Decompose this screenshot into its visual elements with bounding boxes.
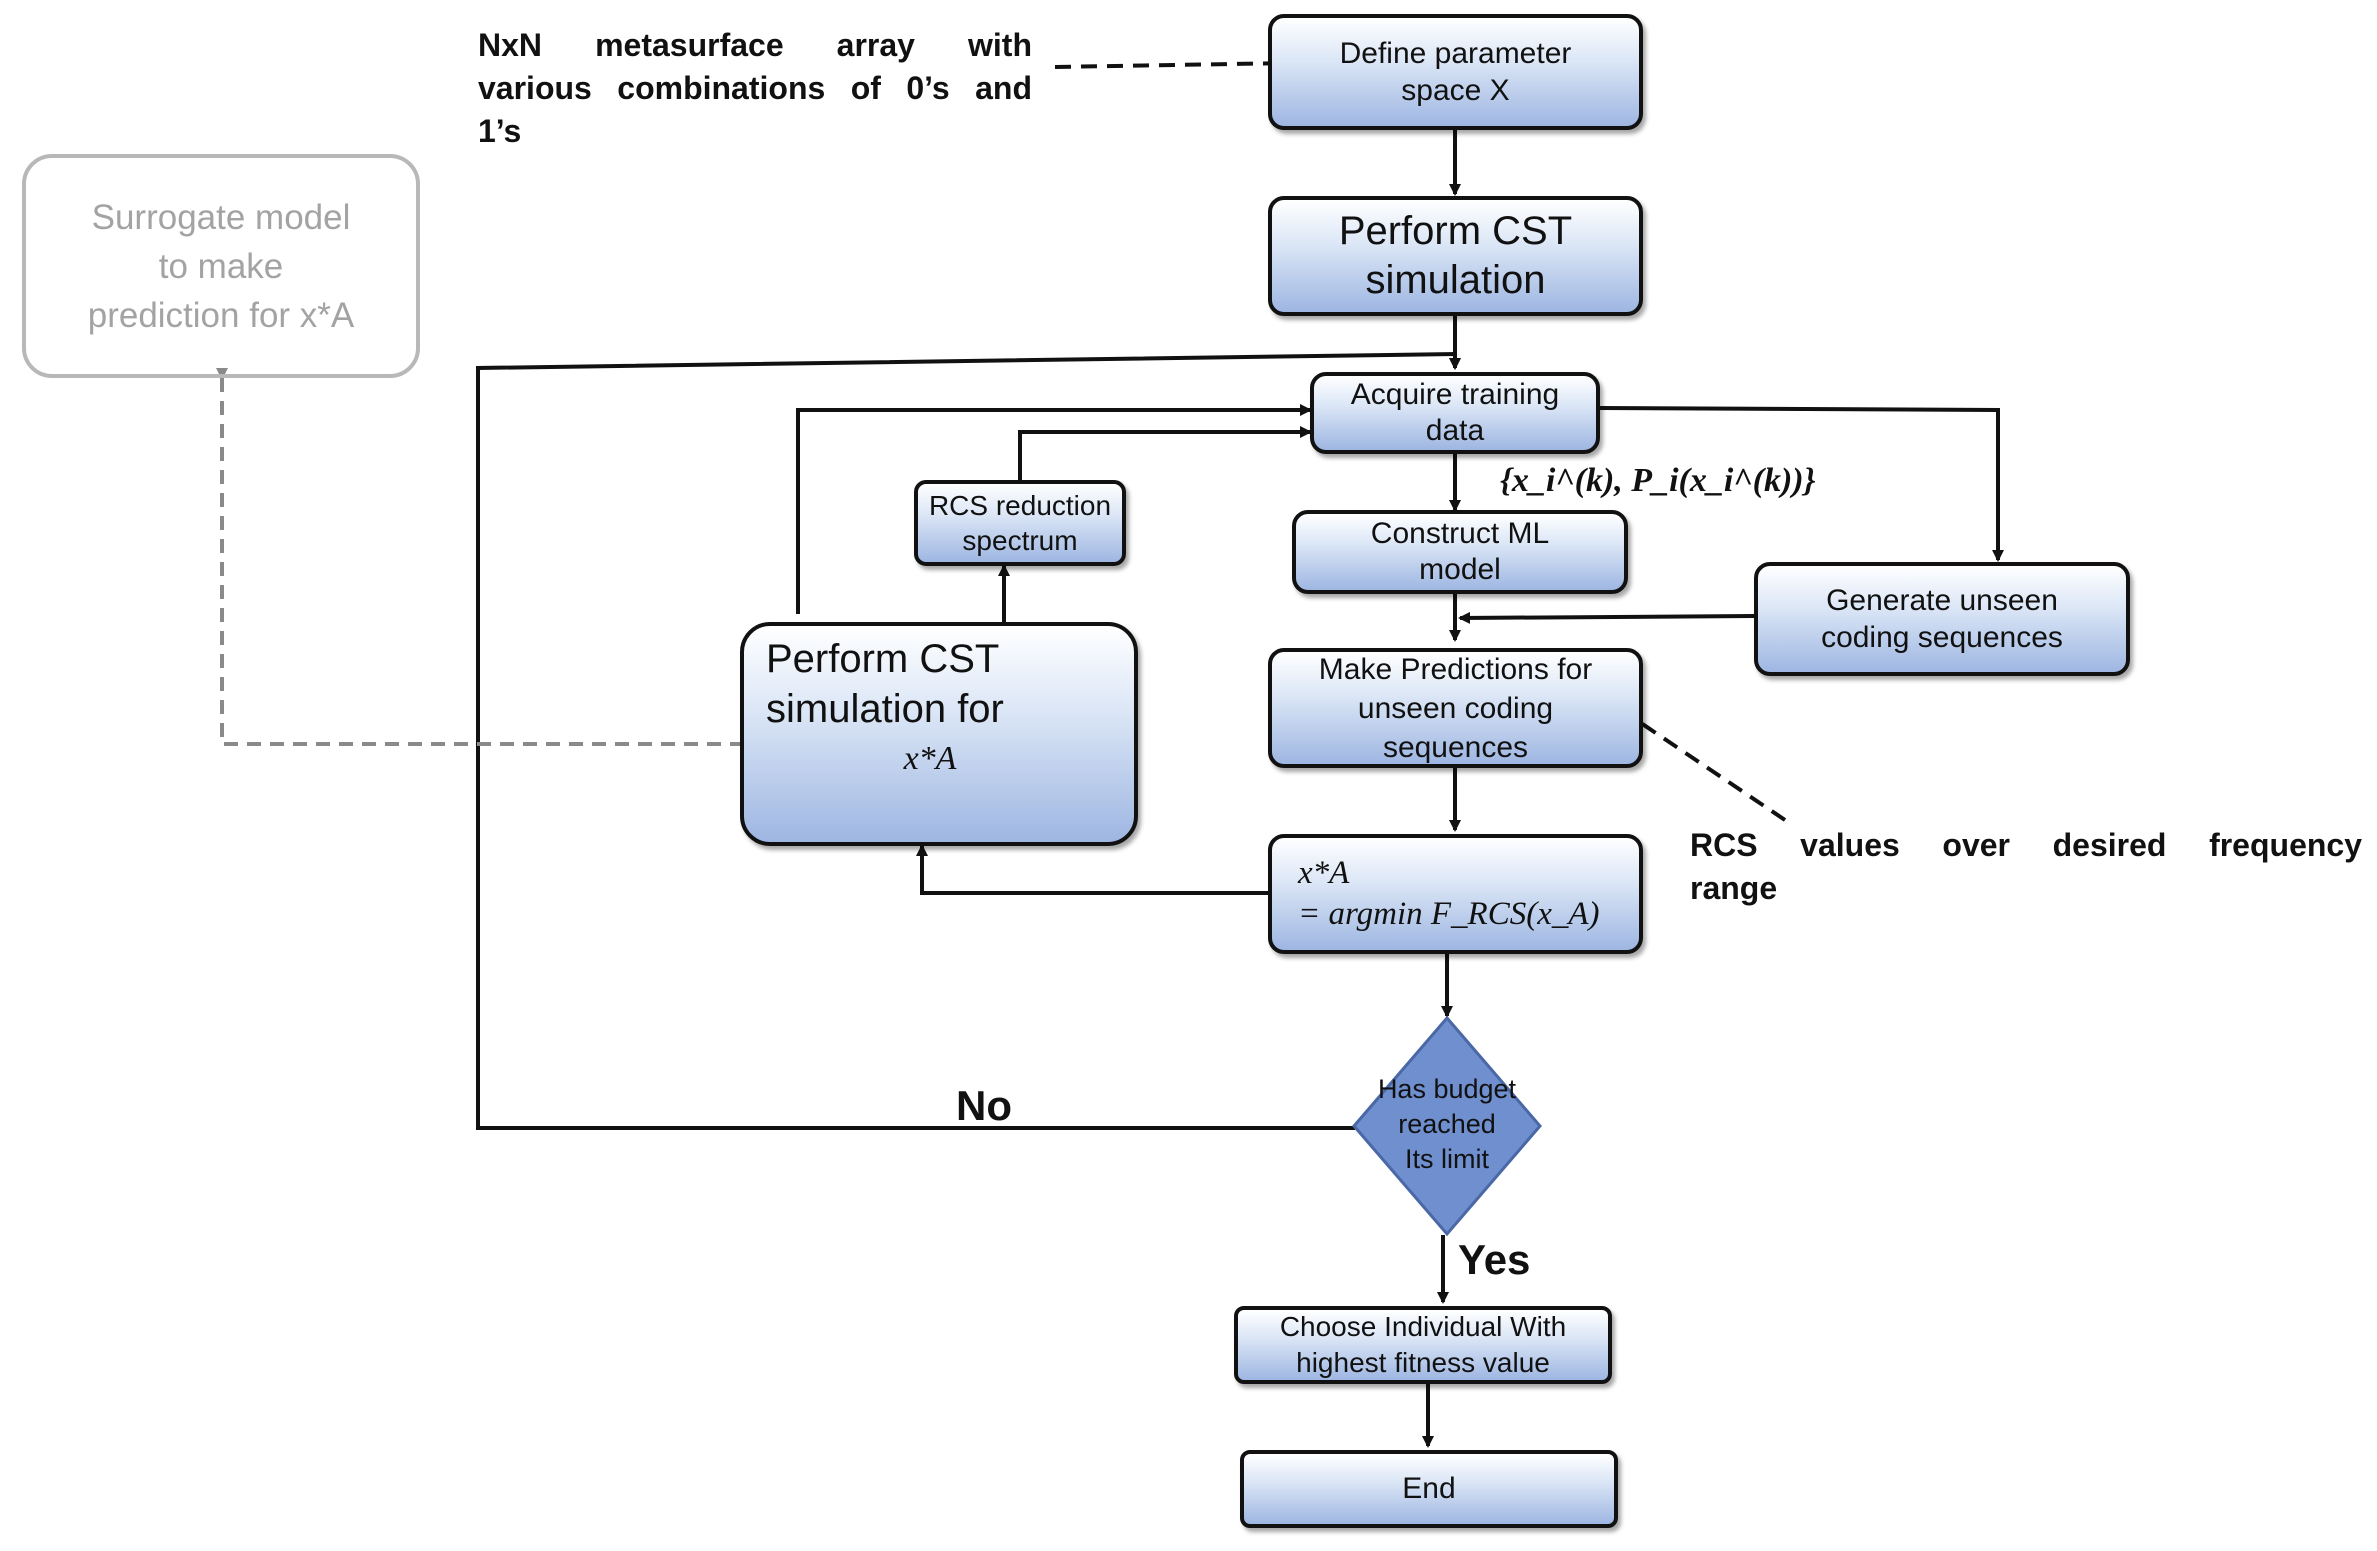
node-spectrum-line2: spectrum [962,525,1078,556]
node-predict-line1: Make Predictions for [1318,652,1593,686]
decision-diamond [1352,1015,1542,1237]
dashed-arrow-metasurface [1054,57,1294,70]
surrogate-model-box: Surrogate model to make prediction for x… [22,154,420,378]
arrow-spectrum-to-acquire [1018,426,1312,480]
surrogate-line2: to make [158,246,284,286]
node-generate-line2: coding sequences [1821,621,2063,654]
node-make-predictions[interactable]: Make Predictions for unseen coding seque… [1268,648,1643,768]
node-predict-line3: sequences [1382,730,1529,764]
decision-line3: Its limit [1405,1144,1489,1175]
node-generate-line1: Generate unseen [1826,583,2058,617]
edge-label-no: No [956,1082,1012,1129]
node-define-line2: space X [1401,74,1510,107]
note-metasurface-line1: NxN metasurface array with [478,27,1032,63]
arrow-acquire-to-generate [1599,406,2004,562]
node-rcs-reduction-spectrum[interactable]: RCS reduction spectrum [914,480,1126,566]
node-choose-individual[interactable]: Choose Individual With highest fitness v… [1234,1306,1612,1384]
node-ml-line2: model [1419,553,1501,586]
arrow-generate-to-predict [1458,611,1755,624]
note-metasurface-line2: various combinations of 0’s and [478,70,1032,107]
note-rcs-line2: range [1690,870,1778,907]
node-argmin-line2: = argmin F_RCS(x_A) [1298,896,1600,932]
node-perform-cst-simulation-for[interactable]: Perform CST simulation for x*A [740,622,1138,846]
node-end[interactable]: End [1240,1450,1618,1528]
node-cstfor-line3: x*A [903,740,957,777]
node-spectrum-line1: RCS reduction [928,490,1112,521]
node-ml-line1: Construct ML [1370,517,1550,550]
decision-label: Has budget reached Its limit [1352,1072,1542,1177]
node-construct-ml-model[interactable]: Construct ML model [1292,510,1628,594]
arrow-argmin-to-cstfor [916,844,1268,895]
training-set-annotation: {x_i^(k), P_i(x_i^(k))} [1500,462,1816,499]
decision-line1: Has budget [1377,1074,1517,1104]
decision-line2: reached [1398,1109,1496,1140]
node-cst-line2: simulation [1365,258,1546,302]
node-choose-line1: Choose Individual With [1279,1310,1567,1342]
node-choose-line2: highest fitness value [1296,1347,1550,1378]
node-argmin-selection[interactable]: x*A = argmin F_RCS(x_A) [1268,834,1643,954]
node-acquire-line1: Acquire training [1350,378,1560,411]
node-generate-unseen-sequences[interactable]: Generate unseen coding sequences [1754,562,2130,676]
node-argmin-line1: x*A [1298,854,1350,891]
node-define-line1: Define parameter [1339,36,1572,70]
node-predict-line2: unseen coding [1357,691,1554,725]
arrow-cstfor-to-acquire [796,404,1312,614]
node-acquire-line2: data [1425,414,1485,447]
node-cstfor-line1: Perform CST [766,637,1000,681]
edge-label-yes: Yes [1458,1236,1531,1283]
node-cstfor-line2: simulation for [766,687,1004,731]
dashed-arrow-surrogate [216,368,752,750]
note-rcs-values: RCS values over desired frequency range [1690,824,2362,910]
note-metasurface-line3: 1’s [478,113,522,150]
node-perform-cst-simulation[interactable]: Perform CST simulation [1268,196,1643,316]
note-metasurface-array: NxN metasurface array with various combi… [478,24,1032,154]
node-end-label: End [1402,1472,1456,1506]
node-define-parameter-space[interactable]: Define parameter space X [1268,14,1643,130]
surrogate-line3: prediction for x*A [87,295,355,335]
surrogate-line1: Surrogate model [91,197,351,237]
node-acquire-training-data[interactable]: Acquire training data [1310,372,1600,454]
note-rcs-line1: RCS values over desired frequency [1690,827,2362,863]
node-cst-line1: Perform CST [1338,209,1573,254]
dashed-arrow-rcs-values [1581,682,1787,822]
